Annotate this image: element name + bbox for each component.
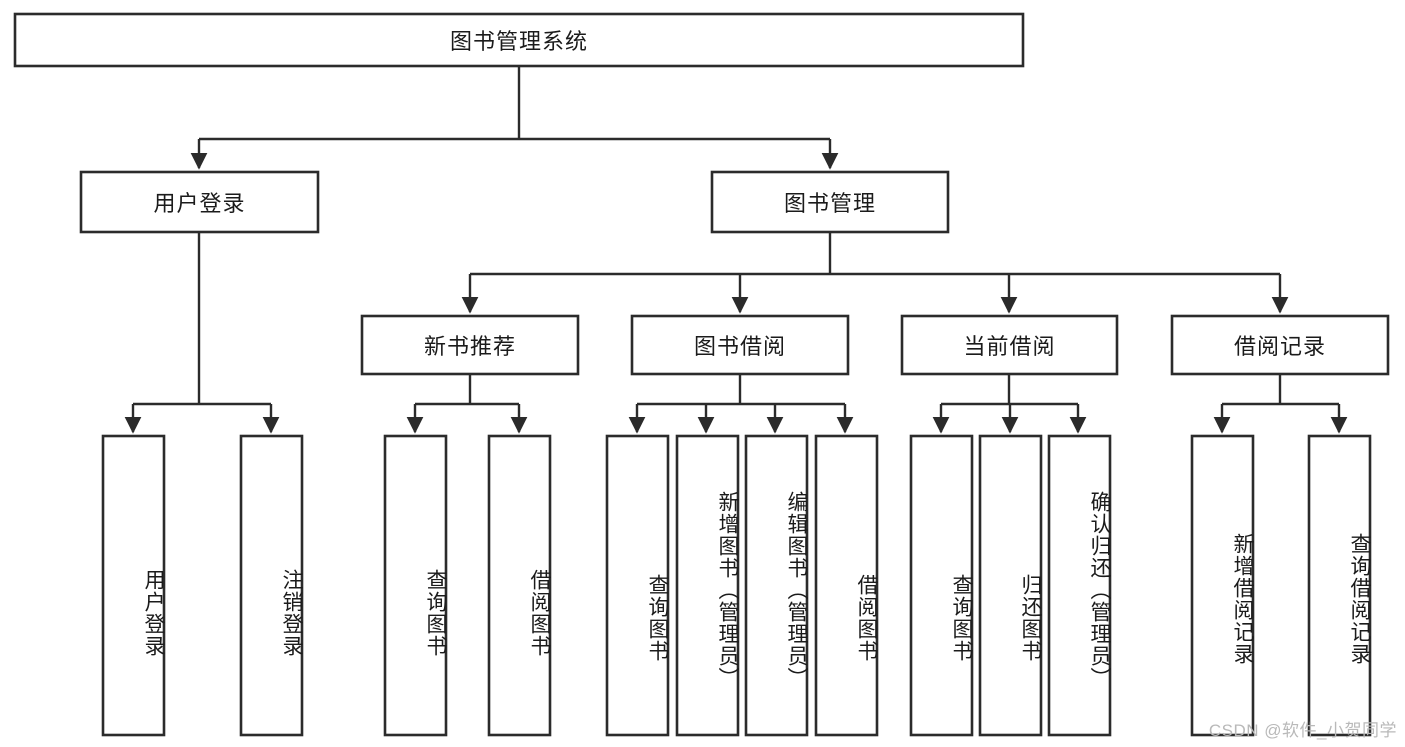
node-user-login[interactable] [79,170,320,234]
leaf-box-book-borrow-3[interactable] [814,434,879,737]
node-book-borrow[interactable] [630,314,850,376]
leaf-box-new-book-recommend-1[interactable] [487,434,552,737]
leaf-box-current-borrow-2[interactable] [1047,434,1112,737]
node-current-borrow[interactable] [900,314,1119,376]
leaf-box-new-book-recommend-0[interactable] [383,434,448,737]
leaf-box-user-login-1[interactable] [239,434,304,737]
leaf-box-book-borrow-2[interactable] [744,434,809,737]
node-borrow-record[interactable] [1170,314,1390,376]
leaf-box-current-borrow-0[interactable] [909,434,974,737]
node-new-book-recommend[interactable] [360,314,580,376]
leaf-box-book-borrow-1[interactable] [675,434,740,737]
leaf-box-user-login-0[interactable] [101,434,166,737]
node-root-book-management-system[interactable] [13,12,1025,68]
leaf-box-book-borrow-0[interactable] [605,434,670,737]
leaf-box-current-borrow-1[interactable] [978,434,1043,737]
node-book-management[interactable] [710,170,950,234]
watermark-text: CSDN @软件_小贺同学 [1208,721,1397,740]
leaf-box-borrow-record-1[interactable] [1307,434,1372,737]
leaf-box-borrow-record-0[interactable] [1190,434,1255,737]
